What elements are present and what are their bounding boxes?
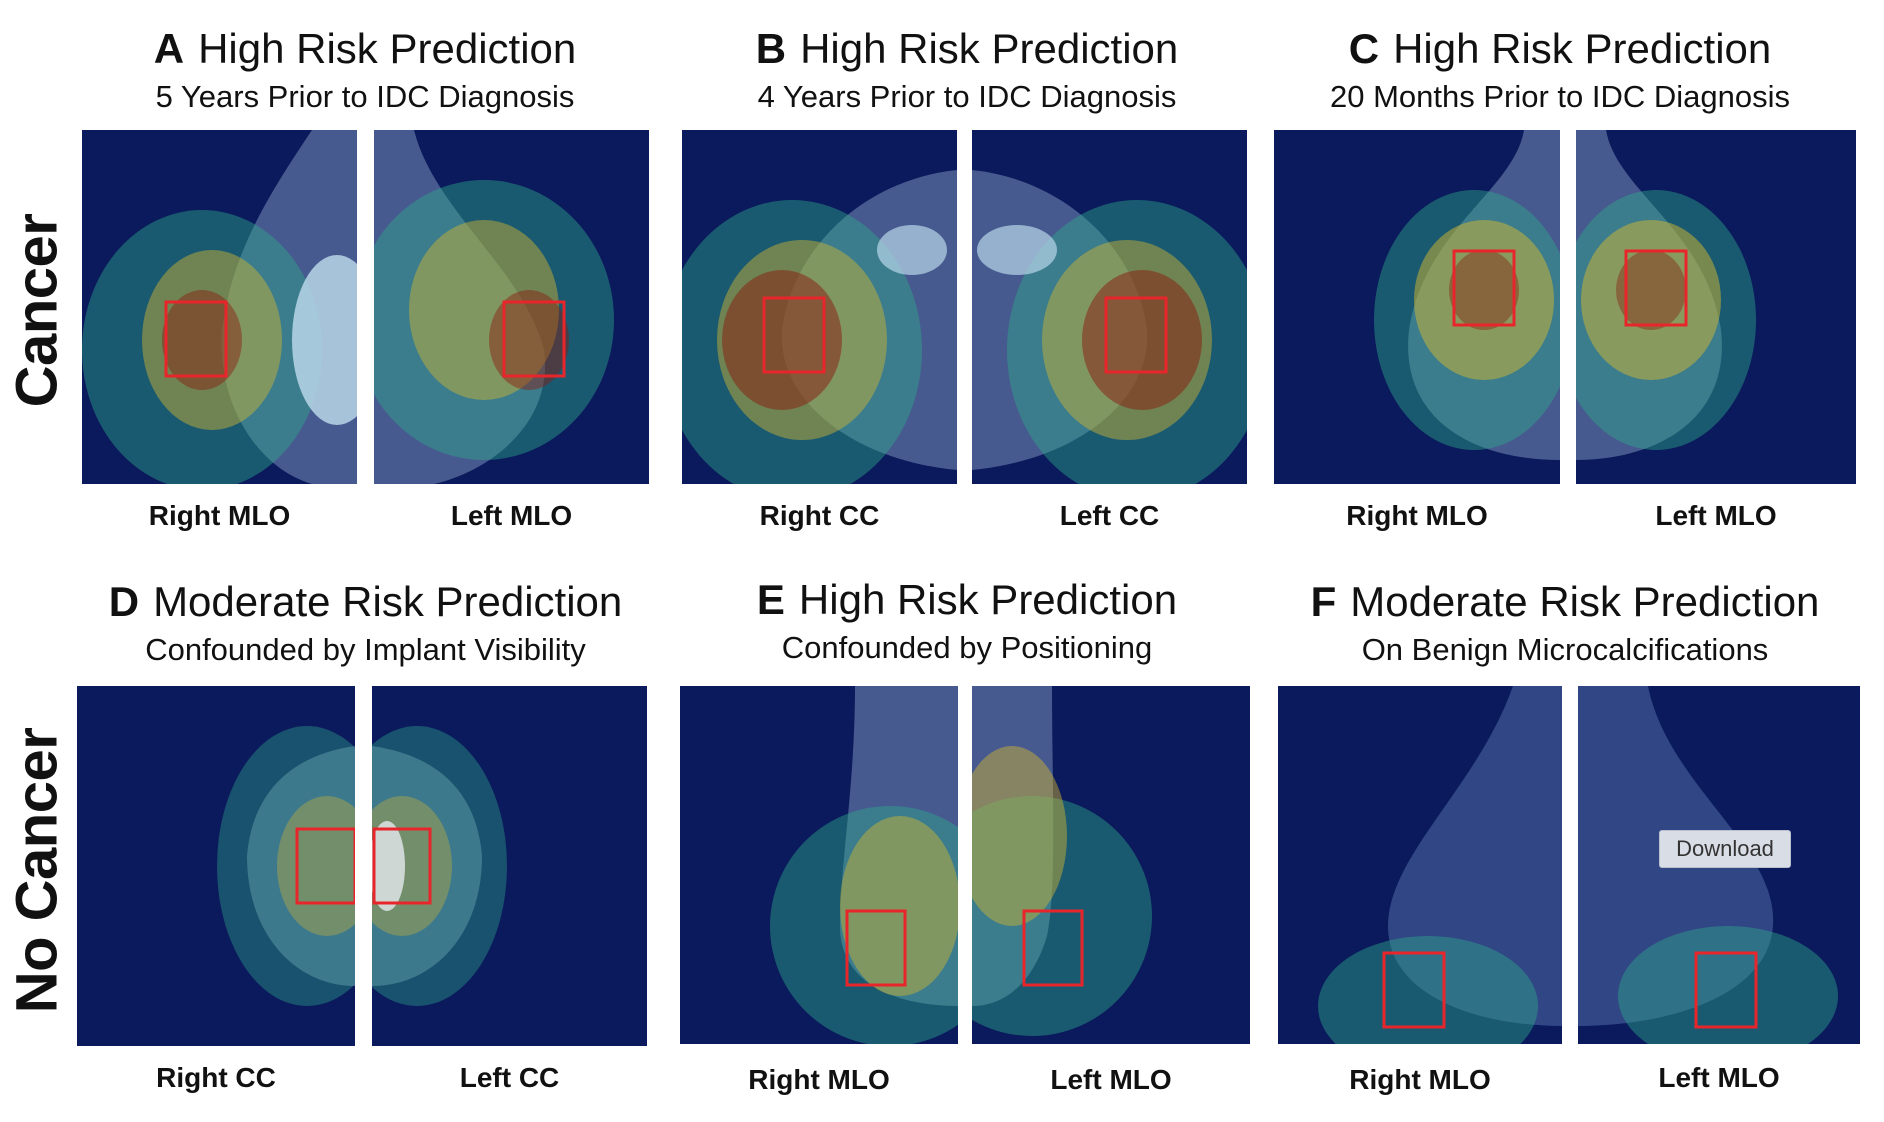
panel-subtitle: 4 Years Prior to IDC Diagnosis [757, 79, 1177, 114]
view-label: Right CC [156, 1062, 276, 1093]
panel-subtitle: Confounded by Implant Visibility [145, 632, 586, 667]
mammogram-view [1576, 130, 1856, 484]
mammogram-view [1278, 686, 1562, 1044]
row-label-cancer: Cancer [4, 213, 70, 407]
mammogram-view [972, 686, 1250, 1044]
mammogram-view [1274, 130, 1560, 484]
view-label: Left CC [1059, 500, 1160, 531]
panel-subtitle: On Benign Microcalcifications [1361, 632, 1769, 667]
view-label: Right MLO [748, 1064, 890, 1095]
mammogram-view [972, 130, 1247, 484]
mammogram-view [374, 130, 649, 484]
mammogram-view [372, 686, 647, 1046]
mammogram-view [682, 130, 957, 484]
mammogram-view [82, 130, 357, 484]
download-button[interactable]: Download [1659, 830, 1791, 868]
view-label: Right MLO [148, 500, 291, 531]
view-label: Left MLO [450, 500, 573, 531]
mammogram-view [680, 686, 958, 1044]
view-label: Left MLO [1655, 500, 1777, 531]
mammogram-view [77, 686, 355, 1046]
view-label: Left MLO [1658, 1062, 1780, 1093]
view-label: Right MLO [1346, 500, 1488, 531]
panel-subtitle: 5 Years Prior to IDC Diagnosis [155, 79, 575, 114]
panel-subtitle: Confounded by Positioning [781, 630, 1153, 665]
view-label: Right MLO [1349, 1064, 1491, 1095]
view-label: Left MLO [1050, 1064, 1172, 1095]
view-label: Right CC [759, 500, 880, 531]
panel-subtitle: 20 Months Prior to IDC Diagnosis [1329, 79, 1791, 114]
view-label: Left CC [459, 1062, 560, 1093]
row-label-no-cancer: No Cancer [4, 727, 70, 1013]
